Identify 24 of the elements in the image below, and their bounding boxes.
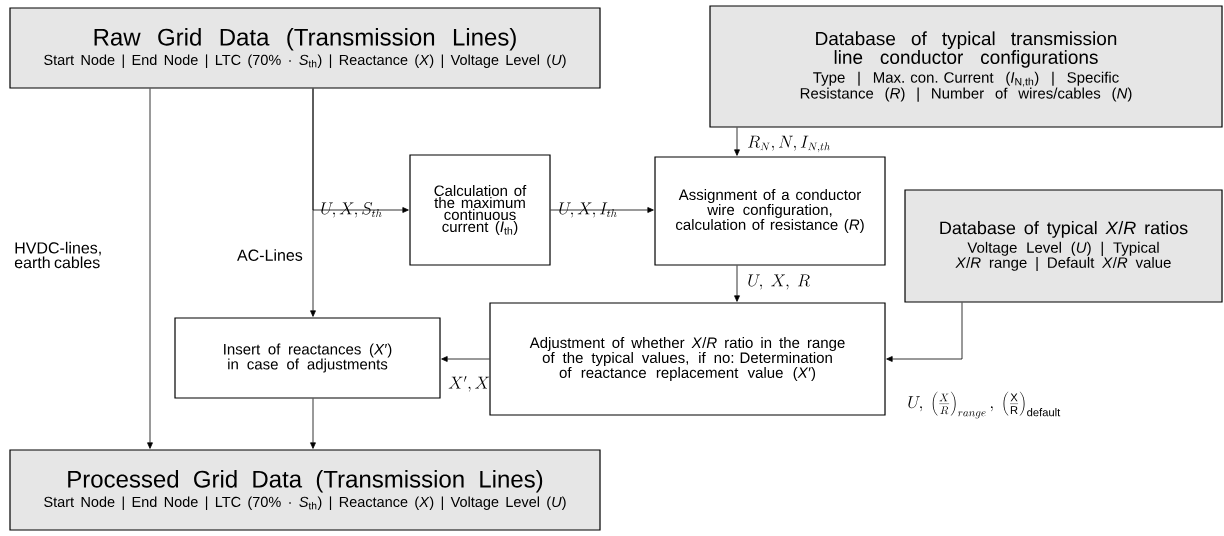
edge-label: HVDC-lines, earth cables bbox=[14, 241, 101, 269]
process-box: Assignment of a conductor wire configuration, calculation of resistance (R) bbox=[654, 156, 886, 266]
edge-label: $U, X, I_{th}$ bbox=[559, 202, 617, 218]
process-box: Calculation of the maximum continuous current (I$_{th}$) bbox=[409, 154, 551, 266]
arrow bbox=[441, 356, 490, 362]
edge-label: $U,\ X,\ R$ bbox=[748, 274, 810, 290]
database-box: Database of typical X/R ratios Voltage Level (U) | Typical X/R range | Default X/R value bbox=[904, 189, 1223, 303]
edge-label: $X',X$ bbox=[448, 376, 490, 392]
database-box: Database of typical transmission line conductor configurations Type | Max. con. Current (I$_{N,th}$) | Specific Resistance (R) | Number of wires/cables (N) bbox=[709, 5, 1223, 128]
arrow bbox=[734, 265, 740, 302]
process-box: Insert of reactances (X′) in case of adjustments bbox=[174, 317, 441, 399]
edge-label: $U, X, S_{th}$ bbox=[321, 202, 382, 218]
database-box: Processed Grid Data (Transmission Lines) Start Node | End Node | LTC (70% · S$_{th}$) | Reactance (X) | Voltage Level (U) bbox=[9, 449, 601, 531]
arrow bbox=[312, 88, 409, 213]
arrow bbox=[734, 127, 740, 156]
arrow bbox=[147, 88, 153, 449]
database-box: Raw Grid Data (Transmission Lines) Start Node | End Node | LTC (70% · S$_{th}$) | Reactance (X) | Voltage Level (U) bbox=[9, 7, 601, 89]
process-box: Adjustment of whether X/R ratio in the range of the typical values, if no: Determination of reactance replacement value (X′) bbox=[489, 302, 886, 416]
edge-label: $R_N, N, I_{N,th}$ bbox=[748, 135, 830, 153]
arrow bbox=[550, 207, 654, 213]
arrow bbox=[886, 302, 963, 362]
arrow bbox=[310, 398, 316, 449]
edge-label: AC-Lines bbox=[237, 249, 303, 261]
edge-label: $U,\ \left(\frac{X}{R}\right)_{range},\ \left(\frac{\mathrm{X}}{\mathrm{R}}\right)_{\mathrm{default}}$ bbox=[908, 391, 1061, 419]
